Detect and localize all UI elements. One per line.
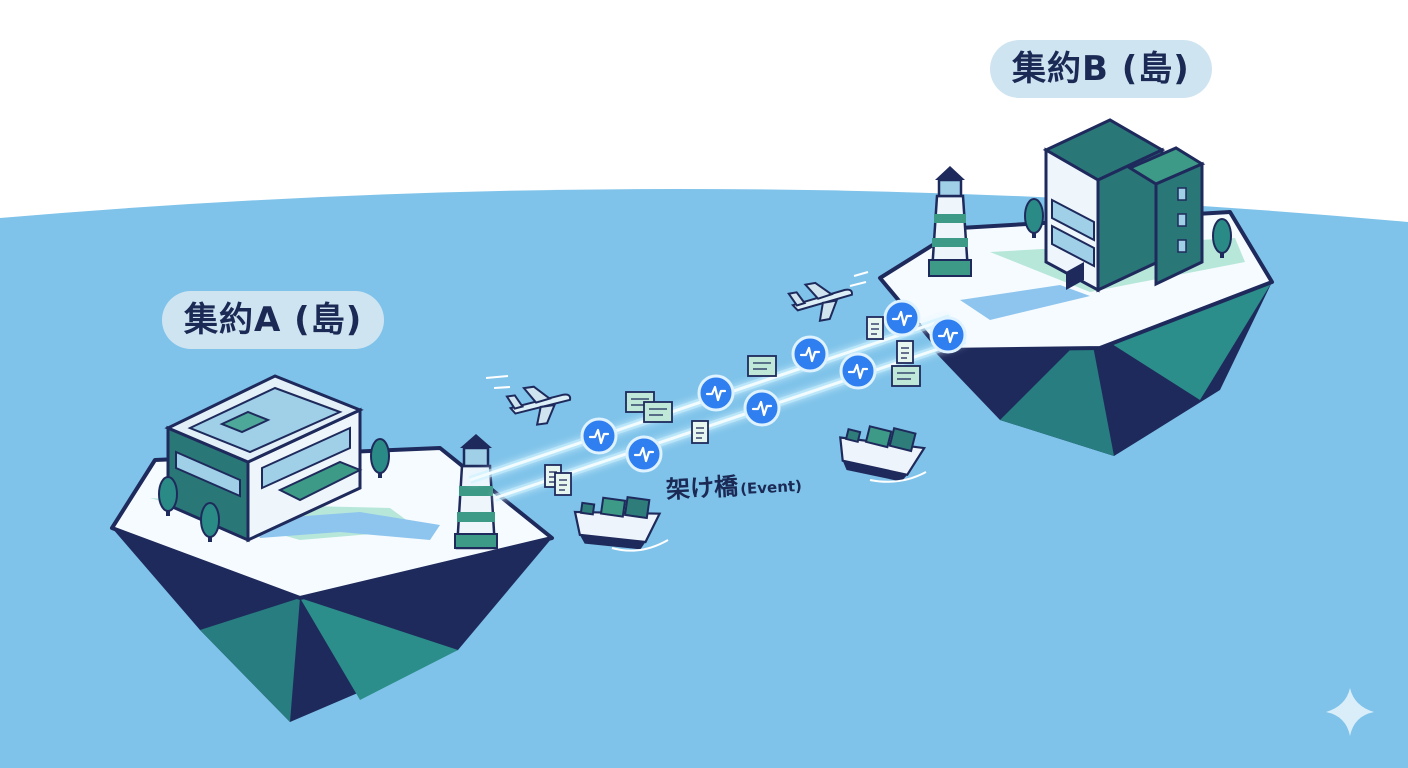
bridge-label-sub: (Event) [739, 476, 803, 499]
island-b-label: 集約B (島) [990, 40, 1212, 98]
office-building-b [1042, 118, 1206, 293]
lighthouse-a-icon [454, 434, 498, 550]
office-building-a [164, 374, 364, 543]
sparkle-icon [1326, 688, 1374, 736]
island-a-label: 集約A (島) [162, 291, 385, 349]
bridge-label-main: 架け橋 [665, 472, 739, 504]
cargo-ship-icon [569, 415, 929, 555]
airplane-icon [485, 271, 869, 430]
lighthouse-b-icon [928, 166, 972, 277]
bridge-label: 架け橋(Event) [665, 463, 802, 505]
